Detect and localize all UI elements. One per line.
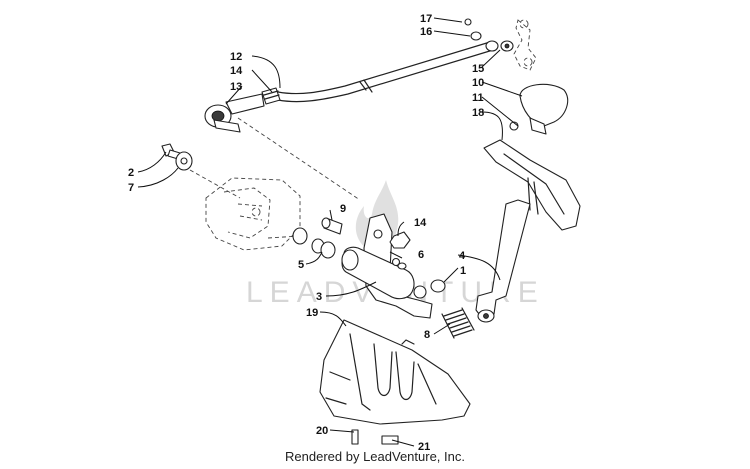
callout-11: 11 xyxy=(472,92,484,104)
callout-21: 21 xyxy=(418,441,430,453)
callout-4: 4 xyxy=(459,250,466,262)
pedal-arm xyxy=(475,139,581,323)
callout-15: 15 xyxy=(472,63,484,75)
callout-14a: 14 xyxy=(230,65,243,77)
callout-13: 13 xyxy=(230,81,242,93)
bolt-washer-left xyxy=(161,143,193,171)
shift-rod xyxy=(277,40,499,103)
callout-1: 1 xyxy=(460,265,466,277)
callout-14b: 14 xyxy=(414,217,427,229)
pivot-shaft xyxy=(341,213,433,319)
callout-2: 2 xyxy=(128,167,134,179)
callout-17: 17 xyxy=(420,13,432,25)
leader-lines xyxy=(137,17,523,447)
footer-credit: Rendered by LeadVenture, Inc. xyxy=(285,449,465,464)
callout-labels: 17 16 12 14 13 15 10 11 18 2 7 9 14 6 4 … xyxy=(128,13,484,453)
callout-19: 19 xyxy=(306,307,318,319)
callout-20: 20 xyxy=(316,425,328,437)
callout-8: 8 xyxy=(424,329,430,341)
callout-9: 9 xyxy=(340,203,346,215)
callout-6: 6 xyxy=(418,249,424,261)
callout-16: 16 xyxy=(420,26,432,38)
callout-3: 3 xyxy=(316,291,322,303)
upper-linkage xyxy=(464,18,537,71)
pedal-guard xyxy=(319,319,471,425)
shift-knob xyxy=(509,83,569,135)
return-spring xyxy=(441,307,475,339)
callout-18: 18 xyxy=(472,107,484,119)
bracket-outline xyxy=(205,177,301,251)
guard-screws xyxy=(351,429,399,445)
callout-10: 10 xyxy=(472,77,484,89)
callout-7: 7 xyxy=(128,182,134,194)
hardware-small xyxy=(292,217,446,293)
callout-5: 5 xyxy=(298,259,304,271)
rod-end-assembly xyxy=(204,87,281,133)
callout-12: 12 xyxy=(230,51,242,63)
